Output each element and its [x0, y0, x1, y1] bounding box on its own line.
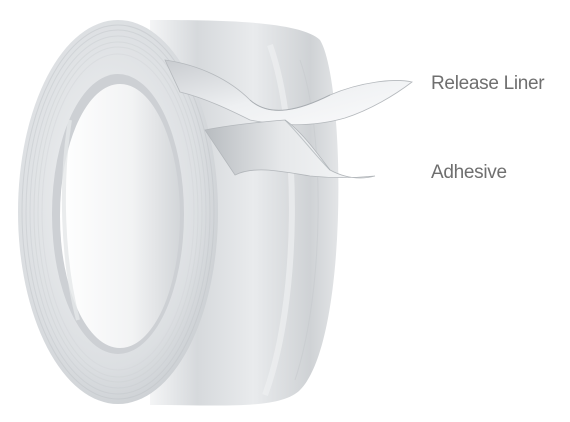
release-liner-label: Release Liner — [431, 73, 545, 94]
adhesive-strip — [204, 119, 376, 179]
release-liner-strip — [164, 59, 413, 126]
roll-core — [52, 74, 184, 354]
adhesive-label: Adhesive — [431, 162, 507, 183]
